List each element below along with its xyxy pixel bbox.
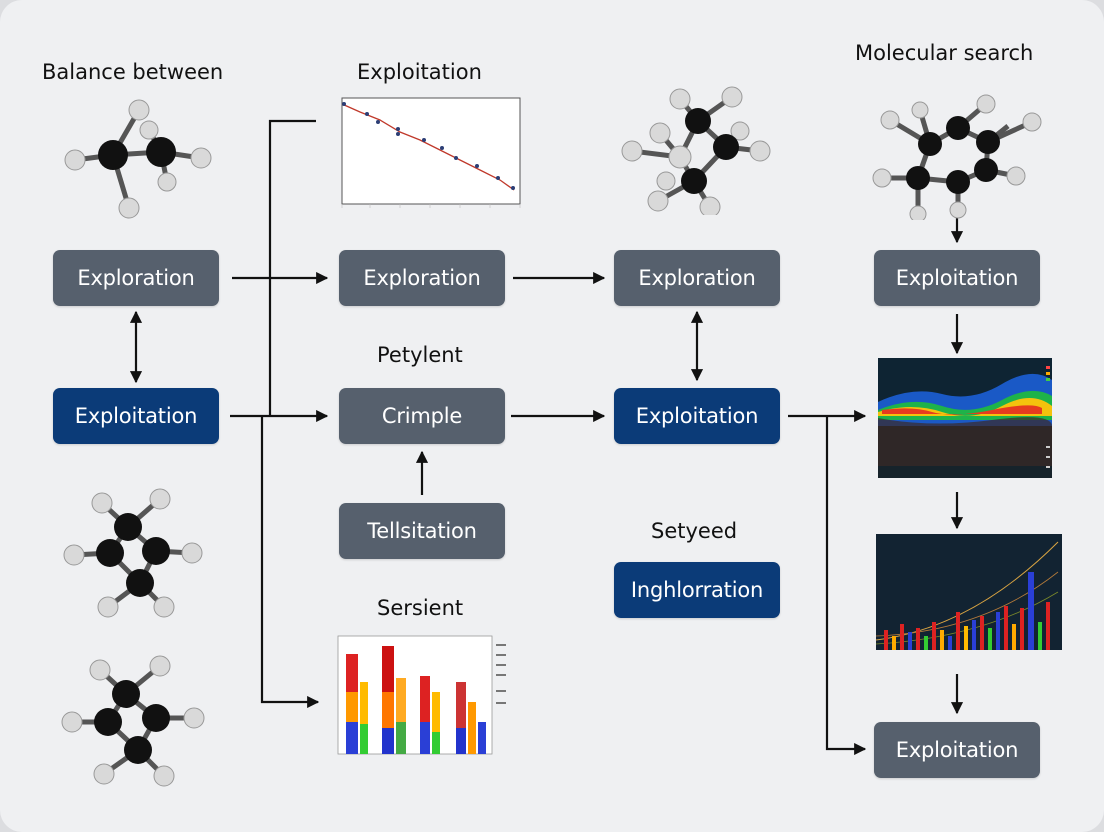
line-plot-thumbnail: [341, 97, 521, 208]
heatmap-thumbnail: [878, 358, 1052, 478]
molecule-icon: [63, 488, 203, 618]
box-mid-exploration[interactable]: Exploration: [339, 250, 505, 306]
box-tellsitation[interactable]: Tellsitation: [339, 503, 505, 559]
label-balance-between: Balance between: [42, 60, 224, 84]
arrow-bracket-bottom: [260, 416, 320, 709]
label-sersient: Sersient: [377, 596, 464, 620]
label-molecular-search: Molecular search: [855, 41, 1034, 65]
box-right-exploitation-top[interactable]: Exploitation: [874, 250, 1040, 306]
box-right-exploitation-bottom[interactable]: Exploitation: [874, 722, 1040, 778]
box-inghlorration[interactable]: Inghlorration: [614, 562, 780, 618]
molecule-icon: [872, 94, 1042, 220]
label-setyeed: Setyeed: [651, 519, 738, 543]
molecule-icon: [64, 99, 212, 219]
box-crimple[interactable]: Crimple: [339, 388, 505, 444]
bar-plot-thumbnail: [337, 635, 506, 755]
box-left-exploitation[interactable]: Exploitation: [53, 388, 219, 444]
box-center-exploitation[interactable]: Exploitation: [614, 388, 780, 444]
box-left-exploration[interactable]: Exploration: [53, 250, 219, 306]
molecule-icon: [61, 655, 205, 787]
arrow-bracket-right-bottom: [825, 416, 867, 756]
label-exploitation-top: Exploitation: [357, 60, 482, 84]
box-center-exploration[interactable]: Exploration: [614, 250, 780, 306]
connector-bracket-top: [268, 119, 316, 416]
label-petylent: Petylent: [377, 343, 463, 367]
molecule-icon: [621, 86, 771, 215]
bar-line-chart-thumbnail: [875, 534, 1062, 650]
